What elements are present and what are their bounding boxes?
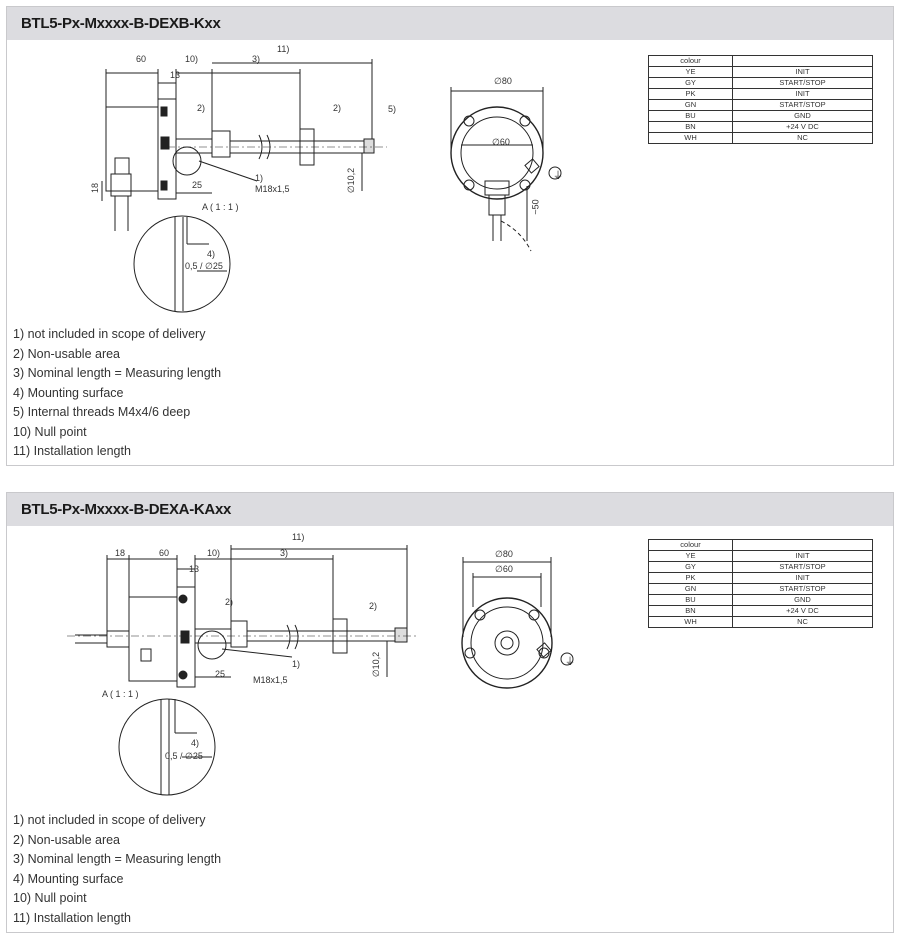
- footnote: 1) not included in scope of delivery: [13, 327, 206, 341]
- dim-50: ~50: [530, 199, 541, 215]
- dim-diameter-60: ∅60: [492, 137, 510, 147]
- dim-25: 25: [192, 180, 203, 190]
- dim-nominal: 3): [280, 548, 289, 558]
- ground-icon: ⏚: [565, 657, 575, 668]
- dim-rod-diameter: ∅10,2: [346, 167, 357, 194]
- footnote: 5) Internal threads M4x4/6 deep: [13, 405, 191, 419]
- dim-installation: 11): [292, 532, 305, 542]
- note-2-right: 2): [369, 601, 378, 611]
- dim-18: 18: [90, 182, 101, 194]
- thread-circle: [197, 630, 227, 660]
- section-dexb: BTL5-Px-Mxxxx-B-DEXB-Kxx: [6, 6, 894, 466]
- footnote: 4) Mounting surface: [13, 385, 124, 400]
- dim-null-point: 10): [207, 548, 221, 558]
- note-4: 4): [207, 249, 216, 259]
- housing: [105, 106, 159, 192]
- nut: [230, 620, 248, 648]
- detail-circle: [133, 215, 231, 313]
- dim-60: 60: [136, 54, 147, 64]
- detail-dimension: 0,5 / ∅25: [185, 261, 223, 271]
- dimension-drawing: [101, 59, 562, 313]
- footnotes: 1) not included in scope of delivery 2) …: [13, 325, 221, 462]
- dim-60: 60: [159, 548, 170, 558]
- front-view-outer: [461, 597, 553, 689]
- note-1: 1): [255, 173, 264, 183]
- front-view-inner: [460, 116, 534, 190]
- table-header: colour: [648, 55, 733, 67]
- connector: [114, 157, 130, 175]
- dim-diameter-80: ∅80: [494, 76, 512, 86]
- note-2-left: 2): [197, 103, 206, 113]
- flange-bolt: [160, 180, 168, 191]
- table-row: BN+24 V DC: [648, 121, 873, 133]
- note-1: 1): [292, 659, 301, 669]
- footnote: 3) Nominal length = Measuring length: [13, 366, 222, 380]
- note-5: 5): [388, 104, 397, 114]
- footnotes: 1) not included in scope of delivery 2) …: [13, 811, 221, 928]
- table-header: colour: [648, 539, 733, 551]
- cable-gland: [110, 173, 132, 197]
- thread-label: M18x1,5: [255, 184, 290, 194]
- thread-circle: [172, 146, 202, 176]
- housing: [128, 596, 178, 682]
- table-header-row: colour: [648, 55, 873, 67]
- dim-13: 13: [170, 70, 181, 80]
- detail-dimension: 0,5 / ∅25: [165, 751, 203, 761]
- connector: [106, 630, 130, 648]
- footnote: 1) not included in scope of delivery: [13, 813, 206, 827]
- note-2-right: 2): [333, 103, 342, 113]
- detail-label: A ( 1 : 1 ): [102, 689, 139, 699]
- footnote: 2) Non-usable area: [13, 832, 121, 847]
- section-dexa: BTL5-Px-Mxxxx-B-DEXA-KAxx: [6, 492, 894, 933]
- flange-bolt: [160, 136, 170, 150]
- dim-diameter-60: ∅60: [495, 564, 513, 574]
- footnote: 10) Null point: [13, 891, 87, 905]
- ground-icon: ⏚: [553, 171, 563, 182]
- dimension-drawing: [67, 545, 574, 796]
- footnote: 3) Nominal length = Measuring length: [13, 852, 222, 866]
- dim-nominal: 3): [252, 54, 261, 64]
- dim-rod-diameter: ∅10,2: [371, 651, 382, 678]
- table-row: BN+24 V DC: [648, 605, 873, 617]
- dim-13: 13: [189, 564, 200, 574]
- detail-label: A ( 1 : 1 ): [202, 202, 239, 212]
- dim-diameter-80: ∅80: [495, 549, 513, 559]
- dim-25: 25: [215, 669, 226, 679]
- nut: [211, 130, 231, 158]
- table-header-row: colour: [648, 539, 873, 551]
- detail-circle: [118, 698, 216, 796]
- section-title: BTL5-Px-Mxxxx-B-DEXB-Kxx: [7, 7, 893, 40]
- footnote: 4) Mounting surface: [13, 871, 124, 886]
- dim-18: 18: [115, 548, 126, 558]
- footnote: 2) Non-usable area: [13, 346, 121, 361]
- front-view-outer: [450, 106, 544, 200]
- front-view-inner: [470, 606, 544, 680]
- flange-bolt: [160, 106, 168, 117]
- footnote: 10) Null point: [13, 424, 87, 439]
- footnote: 11) Installation length: [13, 444, 131, 458]
- thread-label: M18x1,5: [253, 675, 288, 685]
- dim-null-point: 10): [185, 54, 199, 64]
- dim-installation: 11): [277, 44, 290, 54]
- section-title: BTL5-Px-Mxxxx-B-DEXA-KAxx: [7, 493, 893, 526]
- note-4: 4): [191, 738, 200, 748]
- footnote: 11) Installation length: [13, 910, 131, 925]
- note-2-left: 2): [225, 597, 234, 607]
